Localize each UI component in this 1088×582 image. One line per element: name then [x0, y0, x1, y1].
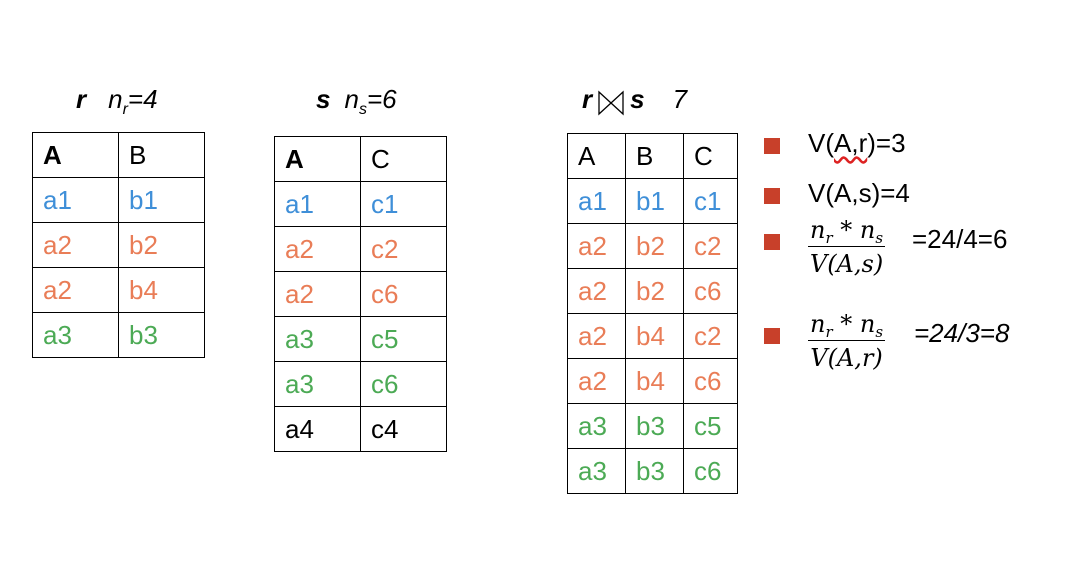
table-cell: b4	[625, 313, 684, 359]
bullet-square-icon	[764, 138, 780, 154]
join-right-name: s	[630, 84, 645, 114]
table-cell: a3	[567, 403, 626, 449]
table-cell: a3	[274, 361, 361, 407]
table-cell: b2	[625, 268, 684, 314]
table-cell: a4	[274, 406, 361, 452]
table-cell: b1	[625, 178, 684, 224]
table-cell: c2	[360, 226, 447, 272]
relation-name: r	[76, 84, 87, 114]
table-cell: b4	[118, 267, 205, 313]
table-cell: a2	[567, 223, 626, 269]
table-cell: a2	[567, 313, 626, 359]
table-cell: c2	[683, 223, 738, 269]
table-cell: b3	[118, 312, 205, 358]
table-s-title: s ns=6	[316, 84, 397, 118]
table-cell: c6	[360, 271, 447, 317]
table-cell: b3	[625, 403, 684, 449]
table-cell: c4	[360, 406, 447, 452]
column-header: A	[274, 136, 361, 182]
table-cell: c1	[360, 181, 447, 227]
join-count: 7	[672, 84, 688, 114]
tuple-count: nr=4	[108, 84, 158, 118]
relation-name: s	[316, 84, 331, 114]
column-header: A	[567, 133, 626, 179]
join-left-name: r	[582, 84, 593, 114]
bullet-square-icon	[764, 328, 780, 344]
table-cell: c6	[683, 268, 738, 314]
column-header: A	[32, 132, 119, 178]
column-header: B	[118, 132, 205, 178]
estimate-result: =24/3=8	[914, 318, 1010, 348]
natural-join-icon	[598, 90, 624, 122]
table-cell: a2	[32, 222, 119, 268]
table-r-title: r nr=4	[76, 84, 158, 118]
table-cell: a1	[32, 177, 119, 223]
table-cell: a2	[567, 268, 626, 314]
table-cell: a2	[32, 267, 119, 313]
table-cell: b4	[625, 358, 684, 404]
table-cell: c5	[683, 403, 738, 449]
table-cell: c1	[683, 178, 738, 224]
table-cell: b3	[625, 448, 684, 494]
table-cell: c6	[360, 361, 447, 407]
table-cell: a1	[567, 178, 626, 224]
table-cell: a3	[567, 448, 626, 494]
table-cell: b2	[625, 223, 684, 269]
table-cell: a1	[274, 181, 361, 227]
table-cell: c6	[683, 448, 738, 494]
estimate-result: =24/4=6	[912, 224, 1008, 254]
table-cell: a2	[567, 358, 626, 404]
table-cell: c6	[683, 358, 738, 404]
bullet-square-icon	[764, 188, 780, 204]
table-cell: a3	[274, 316, 361, 362]
column-header: C	[683, 133, 738, 179]
fraction: nr * ns V(A,r)	[808, 310, 886, 372]
bullet-square-icon	[764, 234, 780, 250]
table-cell: a2	[274, 271, 361, 317]
table-cell: c5	[360, 316, 447, 362]
fraction: nr * ns V(A,s)	[808, 216, 886, 278]
table-cell: b2	[118, 222, 205, 268]
tuple-count: ns=6	[344, 84, 397, 118]
table-cell: b1	[118, 177, 205, 223]
column-header: C	[360, 136, 447, 182]
column-header: B	[625, 133, 684, 179]
table-cell: c2	[683, 313, 738, 359]
table-cell: a2	[274, 226, 361, 272]
table-cell: a3	[32, 312, 119, 358]
